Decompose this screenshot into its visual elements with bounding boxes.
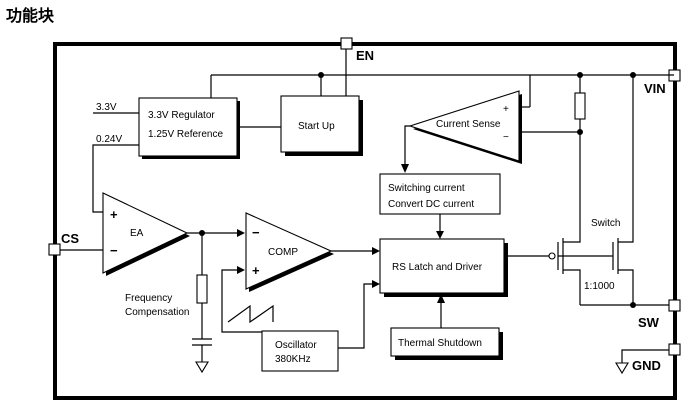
sawtooth-waveform xyxy=(227,304,274,324)
ea-plus: + xyxy=(110,207,118,222)
switch-label: Switch xyxy=(591,218,620,229)
power-fet-source xyxy=(618,269,634,305)
chip-outline xyxy=(53,42,677,400)
thermal-label: Thermal Shutdown xyxy=(398,338,482,349)
latch-block xyxy=(379,238,505,294)
arrow-cs-to-switching xyxy=(401,164,409,173)
switching-block xyxy=(379,173,501,215)
oscillator-label-line2: 380KHz xyxy=(275,354,311,365)
switching-label-line2: Convert DC current xyxy=(388,199,474,210)
sense-fet-drain xyxy=(563,240,581,243)
comp-label: COMP xyxy=(268,247,298,258)
pin-gnd-label: GND xyxy=(632,358,661,373)
junction-sw-node xyxy=(630,302,636,308)
arrow-switching-to-latch xyxy=(436,231,444,239)
wire-osc-to-latch xyxy=(338,283,373,349)
startup-label: Start Up xyxy=(298,121,335,132)
switching-label-line1: Switching current xyxy=(388,183,465,194)
label-3v3: 3.3V xyxy=(96,102,117,113)
wire-gnd xyxy=(621,349,669,363)
comp-comparator xyxy=(245,212,333,290)
regulator-label-line2: 1.25V Reference xyxy=(148,129,223,140)
arrow-thermal-to-latch xyxy=(437,294,445,303)
pin-sw-label: SW xyxy=(638,315,660,330)
wire-cs-out xyxy=(404,125,410,166)
arrow-ea-to-comp xyxy=(237,229,245,237)
ground-symbol-comp xyxy=(195,361,209,374)
wire-osc-to-comp xyxy=(221,269,262,333)
comp-plus: + xyxy=(252,263,260,278)
pin-sw-square xyxy=(668,299,681,312)
arrow-osc-to-latch xyxy=(372,280,380,288)
pin-vin-label: VIN xyxy=(644,81,666,96)
ground-symbol-gnd xyxy=(615,362,629,375)
ea-label: EA xyxy=(130,228,144,239)
regulator-block xyxy=(138,97,238,157)
pin-cs-label: CS xyxy=(61,231,79,246)
arrow-osc-to-comp xyxy=(237,266,245,274)
sense-resistor xyxy=(574,92,586,120)
label-024v: 0.24V xyxy=(96,134,122,145)
current-sense-plus: + xyxy=(503,104,509,115)
current-sense-label: Current Sense xyxy=(436,119,501,130)
current-sense-amp xyxy=(408,90,520,162)
thermal-block xyxy=(390,327,500,357)
freq-comp-label-line1: Frequency xyxy=(125,293,172,304)
freq-comp-label-line2: Compensation xyxy=(125,307,189,318)
sense-fet-source xyxy=(563,269,581,305)
pin-gnd-square xyxy=(668,343,681,356)
switch-ratio-label: 1:1000 xyxy=(584,281,615,292)
pin-cs-square xyxy=(48,243,61,256)
gate-inverter-bubble xyxy=(548,252,556,260)
comp-resistor xyxy=(196,274,208,304)
oscillator-label-line1: Oscillator xyxy=(275,340,317,351)
regulator-label-line1: 3.3V Regulator xyxy=(148,110,215,121)
pin-en-label: EN xyxy=(356,48,374,63)
pin-en-square xyxy=(340,37,353,50)
arrow-comp-to-latch xyxy=(372,247,380,255)
ea-amp xyxy=(102,192,189,274)
oscillator-block xyxy=(261,330,339,372)
ea-minus: − xyxy=(110,243,118,258)
current-sense-minus: − xyxy=(503,132,509,143)
startup-block xyxy=(280,95,360,153)
comp-minus: − xyxy=(252,225,260,240)
diagram-title: 功能块 xyxy=(6,6,55,25)
power-fet-drain xyxy=(618,240,634,243)
latch-label: RS Latch and Driver xyxy=(392,262,483,273)
wire-reg-024-out xyxy=(92,144,139,213)
